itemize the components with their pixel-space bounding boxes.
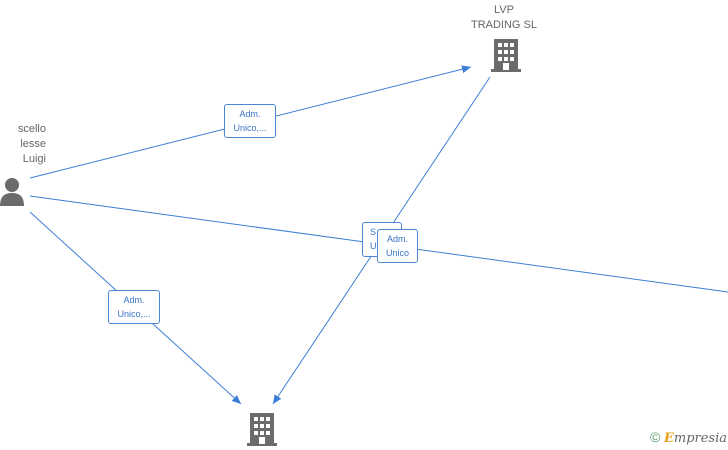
brand-logo: © Empresia: [650, 429, 727, 446]
edge-label-line: Adm.: [239, 109, 261, 119]
person-icon[interactable]: [0, 176, 25, 206]
person-name-line: lesse: [20, 138, 46, 150]
edge-label-line: S: [370, 227, 377, 237]
brand-name: mpresia: [673, 431, 728, 446]
edge-label-line: Adm.: [386, 234, 408, 244]
person-name[interactable]: scello lesse Luigi: [0, 122, 46, 167]
edge-label-role[interactable]: Adm. Unico,...: [108, 290, 160, 324]
edge-label-line: Unico,...: [233, 123, 267, 133]
building-icon[interactable]: [491, 39, 521, 72]
brand-initial: E: [663, 431, 674, 446]
copyright-symbol: ©: [650, 429, 661, 445]
edge-label-line: Adm.: [123, 295, 145, 305]
edge-label-line: Unico: [385, 248, 409, 258]
edge-label-line: U: [370, 241, 377, 251]
person-name-line: Luigi: [22, 153, 46, 165]
company-name-line: TRADING SL: [470, 19, 537, 31]
person-name-line: scello: [17, 123, 46, 135]
building-icon[interactable]: [247, 413, 277, 446]
edge-label-role[interactable]: Adm. Unico,...: [224, 104, 276, 138]
edge-label-line: Unico,...: [117, 309, 151, 319]
company-name-lvp[interactable]: LVP TRADING SL: [454, 3, 554, 33]
company-name-line: LVP: [494, 4, 514, 16]
edge-label-role[interactable]: Adm. Unico: [377, 229, 418, 263]
